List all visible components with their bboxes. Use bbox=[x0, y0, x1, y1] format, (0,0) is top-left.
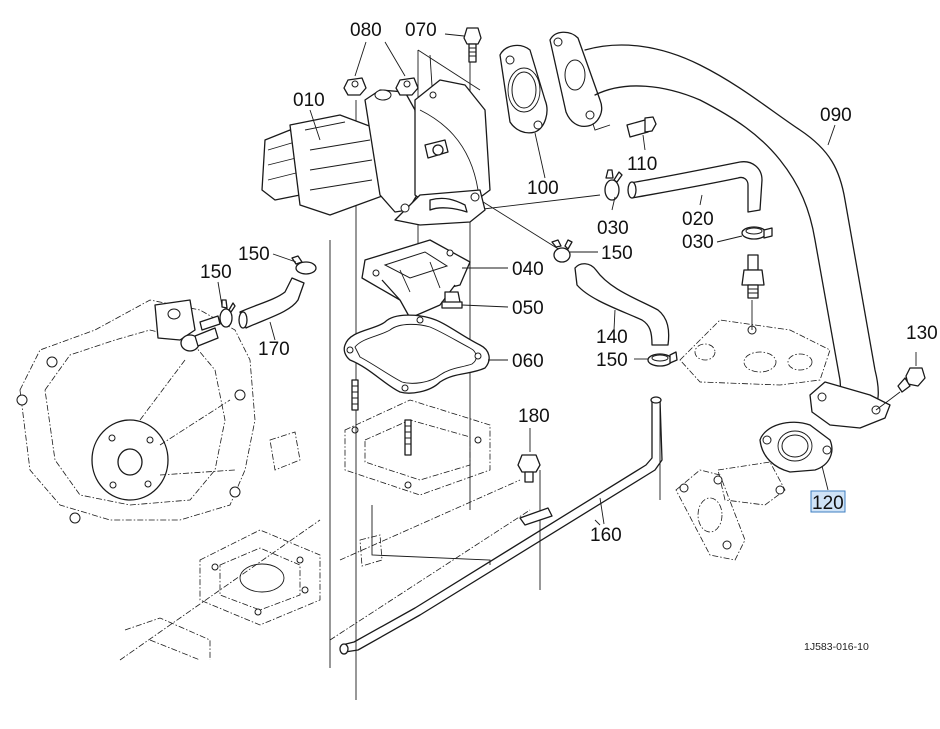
callout-150-d[interactable]: 150 bbox=[596, 350, 628, 371]
reed-valve-040[interactable] bbox=[361, 239, 508, 319]
gasket-060[interactable] bbox=[343, 314, 508, 394]
callout-110[interactable]: 110 bbox=[627, 154, 657, 175]
nut-080-b[interactable] bbox=[395, 77, 419, 96]
pipe-160[interactable] bbox=[339, 396, 663, 655]
gasket-120[interactable] bbox=[759, 421, 833, 491]
nut-080-a[interactable] bbox=[343, 77, 367, 96]
exhaust-manifold-flange bbox=[675, 461, 786, 561]
callout-170[interactable]: 170 bbox=[258, 339, 290, 360]
callout-130[interactable]: 130 bbox=[906, 323, 938, 344]
bolt-070[interactable] bbox=[463, 27, 482, 63]
callout-030-a[interactable]: 030 bbox=[597, 218, 629, 239]
callout-060[interactable]: 060 bbox=[512, 351, 544, 372]
water-pump-housing bbox=[16, 299, 301, 524]
egr-valve[interactable] bbox=[261, 79, 491, 226]
callout-090[interactable]: 090 bbox=[820, 105, 852, 126]
callout-010[interactable]: 010 bbox=[293, 90, 325, 111]
bolt-130[interactable] bbox=[875, 352, 926, 411]
callout-140[interactable]: 140 bbox=[596, 327, 628, 348]
clamp-150-b[interactable] bbox=[219, 299, 236, 328]
callout-160[interactable]: 160 bbox=[590, 525, 622, 546]
cylinder-head bbox=[679, 319, 831, 386]
callout-040[interactable]: 040 bbox=[512, 259, 544, 280]
hose-170[interactable] bbox=[199, 277, 305, 331]
stud-bolts bbox=[351, 379, 412, 456]
clamp-150-d[interactable] bbox=[647, 351, 678, 367]
hose-140[interactable] bbox=[574, 263, 670, 346]
callout-labels: 080 070 010 090 110 100 030 020 030 150 … bbox=[200, 20, 938, 653]
selected-callout-highlight bbox=[810, 490, 846, 513]
callout-leaders bbox=[217, 33, 836, 525]
callout-050[interactable]: 050 bbox=[512, 298, 544, 319]
clamp-150-a[interactable] bbox=[291, 255, 317, 275]
intake-manifold bbox=[119, 399, 531, 661]
gasket-100[interactable] bbox=[499, 44, 548, 134]
egr-pipe-090[interactable] bbox=[549, 31, 891, 429]
bolt-180[interactable] bbox=[517, 454, 541, 483]
bolt-050[interactable] bbox=[441, 291, 509, 309]
callout-030-b[interactable]: 030 bbox=[682, 232, 714, 253]
clamp-030-a[interactable] bbox=[604, 169, 623, 201]
callout-080[interactable]: 080 bbox=[350, 20, 382, 41]
pipe-fitting bbox=[741, 254, 765, 299]
callout-020[interactable]: 020 bbox=[682, 209, 714, 230]
bolt-110[interactable] bbox=[626, 116, 657, 138]
callout-150-a[interactable]: 150 bbox=[238, 244, 270, 265]
callout-180[interactable]: 180 bbox=[518, 406, 550, 427]
hose-020[interactable] bbox=[627, 161, 763, 213]
clamp-150-c[interactable] bbox=[551, 239, 573, 263]
callout-150-c[interactable]: 150 bbox=[601, 243, 633, 264]
callout-100[interactable]: 100 bbox=[527, 178, 559, 199]
callout-150-b[interactable]: 150 bbox=[200, 262, 232, 283]
drawing-number: 1J583-016-10 bbox=[804, 641, 869, 653]
callout-070[interactable]: 070 bbox=[405, 20, 437, 41]
callout-120[interactable]: 120 bbox=[812, 493, 844, 514]
clamp-030-b[interactable] bbox=[741, 226, 773, 240]
